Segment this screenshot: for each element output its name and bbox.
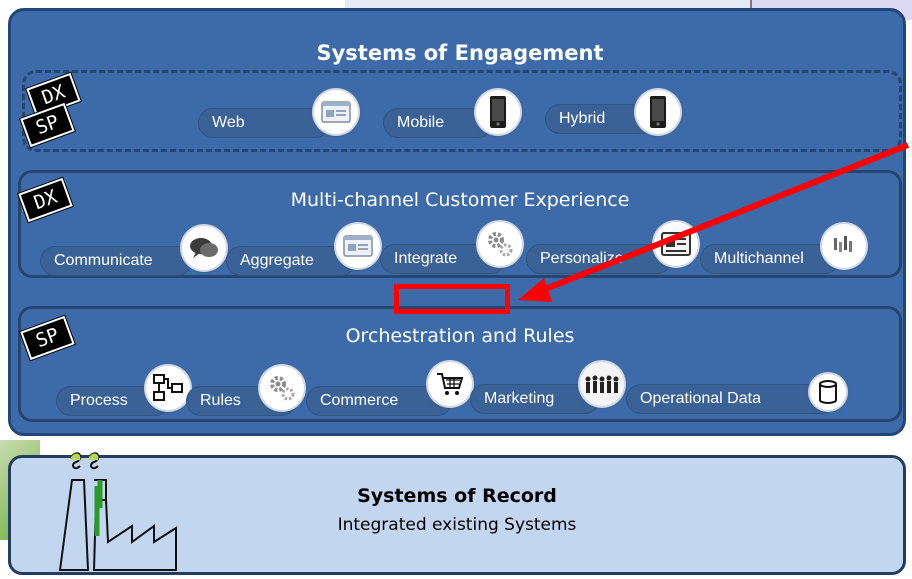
mobile-device-icon <box>636 90 680 134</box>
factory-icon <box>58 452 177 571</box>
channel-label: Mobile <box>397 114 445 131</box>
item-label: Marketing <box>484 390 555 407</box>
record-subtitle: Integrated existing Systems <box>337 515 577 535</box>
item-label: Integrate <box>394 250 458 267</box>
record-title: Systems of Record <box>357 485 557 507</box>
experience-item-communicate[interactable]: Communicate <box>40 246 192 276</box>
mobile-device-icon <box>476 90 520 134</box>
experience-item-personalize[interactable]: Personalize <box>526 244 672 274</box>
flowchart-icon <box>146 366 190 410</box>
item-label: Process <box>70 392 128 409</box>
profile-card-icon <box>654 222 698 266</box>
channel-label: Hybrid <box>559 110 606 127</box>
browser-window-icon <box>314 90 358 134</box>
orchestration-panel: Orchestration and Rules <box>18 306 902 422</box>
item-label: Commerce <box>320 392 399 409</box>
item-label: Multichannel <box>714 250 804 267</box>
experience-item-multichannel[interactable]: Multichannel <box>700 244 840 274</box>
orchestration-item-marketing[interactable]: Marketing <box>470 384 600 414</box>
channel-mobile[interactable]: Mobile <box>383 108 493 138</box>
orchestration-title: Orchestration and Rules <box>345 325 575 347</box>
crowd-icon <box>580 362 624 406</box>
channel-label: Web <box>212 114 245 131</box>
database-icon <box>810 374 846 410</box>
item-label: Rules <box>200 392 241 409</box>
gears-icon <box>478 222 522 266</box>
browser-window-icon <box>336 224 380 268</box>
shopping-cart-icon <box>428 362 472 406</box>
experience-item-aggregate[interactable]: Aggregate <box>226 246 356 276</box>
item-label: Aggregate <box>240 252 314 269</box>
systems-of-record-panel: Systems of Record Integrated existing Sy… <box>8 455 906 575</box>
orchestration-item-operational-data[interactable]: Operational Data <box>626 384 836 414</box>
orchestration-item-commerce[interactable]: Commerce <box>306 386 452 416</box>
engagement-title: Systems of Engagement <box>316 41 604 65</box>
item-label: Operational Data <box>640 390 761 407</box>
channel-web[interactable]: Web <box>198 108 330 138</box>
multichannel-icon <box>822 224 866 268</box>
highlight-box <box>394 284 510 314</box>
chat-bubbles-icon <box>182 226 226 270</box>
item-label: Communicate <box>54 252 153 269</box>
gears-icon <box>260 366 304 410</box>
experience-title: Multi-channel Customer Experience <box>290 189 630 211</box>
channels-group <box>22 70 902 152</box>
item-label: Personalize <box>540 250 624 267</box>
